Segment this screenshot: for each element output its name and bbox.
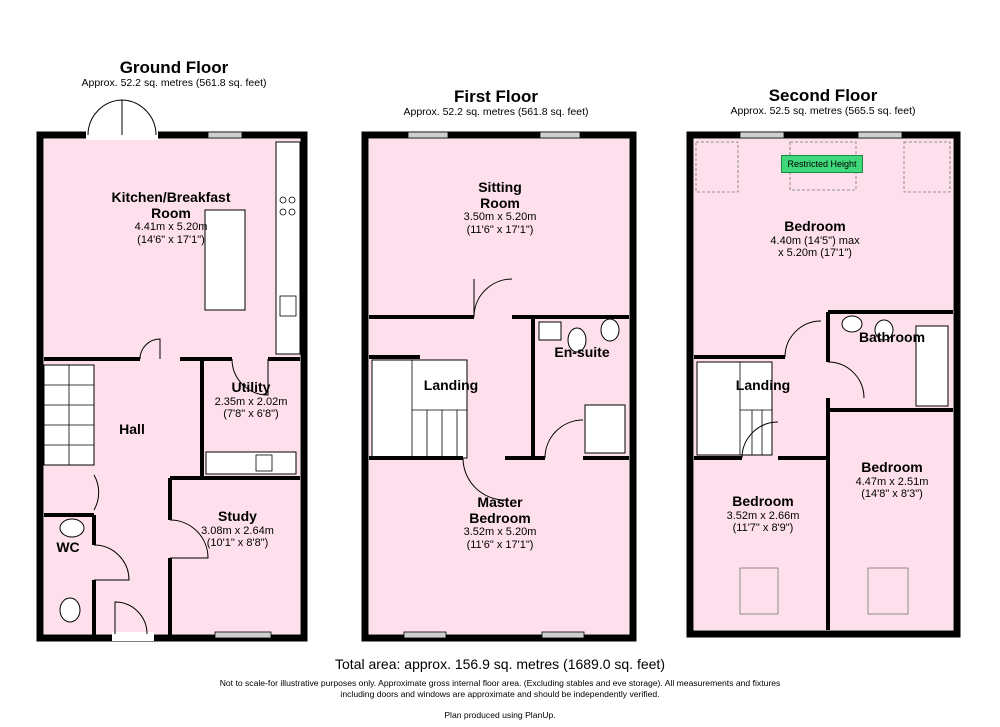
first-floor-area: Approx. 52.2 sq. metres (561.8 sq. feet) bbox=[403, 106, 589, 118]
room-label-utility: Utility 2.35m x 2.02m (7'8" x 6'8") bbox=[214, 379, 288, 420]
bath-tub bbox=[915, 325, 949, 407]
second-floor-plan bbox=[686, 131, 961, 638]
sitting-door-icon bbox=[473, 278, 513, 318]
master-window-right bbox=[541, 631, 585, 639]
second-outer-wall bbox=[686, 131, 961, 638]
master-door-icon bbox=[462, 457, 506, 501]
disclaimer-line-2: including doors and windows are approxim… bbox=[340, 689, 660, 699]
kitchen-worktop bbox=[275, 141, 301, 355]
wc-door-icon bbox=[93, 544, 130, 581]
ground-floor-area: Approx. 52.2 sq. metres (561.8 sq. feet) bbox=[81, 77, 267, 89]
kitchen-island bbox=[204, 209, 246, 311]
first-floor-title: First Floor bbox=[453, 87, 539, 106]
ensuite-door-icon bbox=[544, 419, 584, 459]
room-label-first-landing: Landing bbox=[423, 377, 479, 393]
bathroom-toilet bbox=[874, 319, 894, 341]
ground-floor-plan bbox=[36, 99, 308, 642]
skylight-window-left bbox=[739, 131, 785, 139]
first-floor-plan bbox=[361, 131, 637, 642]
room-label-bathroom: Bathroom bbox=[858, 329, 926, 345]
wc-toilet bbox=[59, 597, 81, 623]
room-label-ensuite: En-suite bbox=[554, 344, 610, 360]
total-area: Total area: approx. 156.9 sq. metres (16… bbox=[335, 656, 665, 672]
study-window bbox=[214, 631, 272, 639]
room-label-wc: WC bbox=[56, 539, 80, 555]
room-label-study: Study 3.08m x 2.64m (10'1" x 8'8") bbox=[201, 508, 274, 549]
master-window-left bbox=[403, 631, 447, 639]
room-label-kitchen: Kitchen/Breakfast Room 4.41m x 5.20m (14… bbox=[111, 189, 231, 246]
utility-worktop bbox=[205, 451, 297, 475]
bedroom-right-skylight bbox=[867, 567, 909, 615]
second-floor-title: Second Floor bbox=[768, 86, 878, 105]
bathroom-door-icon bbox=[827, 361, 865, 399]
room-label-bedroom-main: Bedroom 4.40m (14'5") max x 5.20m (17'1"… bbox=[770, 218, 860, 259]
room-label-bedroom-left: Bedroom 3.52m x 2.66m (11'7" x 8'9") bbox=[726, 493, 800, 534]
room-label-hall: Hall bbox=[119, 421, 145, 437]
ensuite-toilet bbox=[567, 327, 587, 353]
kitchen-door-icon bbox=[139, 338, 161, 360]
second-floor-area: Approx. 52.5 sq. metres (565.5 sq. feet) bbox=[730, 105, 916, 117]
room-label-second-landing: Landing bbox=[735, 377, 791, 393]
bathroom-basin bbox=[841, 315, 863, 333]
first-stairs bbox=[371, 359, 468, 459]
plan-credit: Plan produced using PlanUp. bbox=[444, 710, 556, 720]
room-label-master: Master Bedroom 3.52m x 5.20m (11'6" x 17… bbox=[463, 494, 537, 551]
skylight-window-right bbox=[857, 131, 903, 139]
ensuite-basin bbox=[538, 321, 562, 341]
kitchen-window bbox=[207, 131, 243, 139]
second-stairs bbox=[696, 361, 773, 456]
front-door-icon bbox=[114, 601, 148, 635]
french-door-right-icon bbox=[121, 99, 157, 136]
disclaimer-line-1: Not to scale-for illustrative purposes o… bbox=[219, 678, 781, 688]
room-label-sitting: Sitting Room 3.50m x 5.20m (11'6" x 17'1… bbox=[463, 179, 537, 236]
utility-sink bbox=[255, 454, 273, 472]
sitting-window-right bbox=[539, 131, 581, 139]
study-door-icon bbox=[169, 519, 209, 559]
room-label-bedroom-right: Bedroom 4.47m x 2.51m (14'8" x 8'3") bbox=[855, 459, 929, 500]
sitting-window-left bbox=[407, 131, 449, 139]
utility-door-icon bbox=[231, 358, 269, 396]
ensuite-shower bbox=[584, 404, 626, 454]
french-door-opening bbox=[86, 131, 158, 140]
kitchen-sink bbox=[279, 295, 297, 317]
first-outer-wall bbox=[361, 131, 637, 642]
restricted-height-label: Restricted Height bbox=[781, 155, 863, 173]
wc-basin bbox=[59, 518, 85, 538]
bedroom-left-skylight bbox=[739, 567, 779, 615]
ground-floor-title: Ground Floor bbox=[119, 58, 229, 77]
french-door-left-icon bbox=[87, 99, 123, 136]
